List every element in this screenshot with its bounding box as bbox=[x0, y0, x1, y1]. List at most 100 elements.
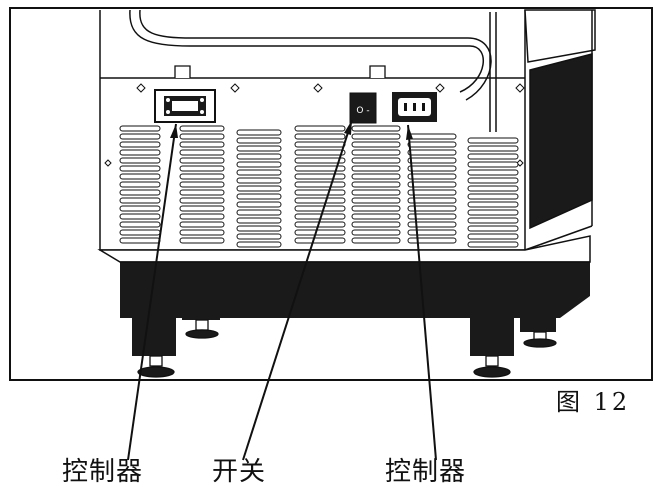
leader-arrowheads bbox=[170, 120, 413, 140]
vent-slot bbox=[236, 225, 282, 232]
vent-slot bbox=[236, 161, 282, 168]
vent-slot bbox=[179, 189, 225, 196]
vent-slot bbox=[467, 137, 519, 144]
leader-left-controller bbox=[127, 123, 177, 461]
right-controller-socket bbox=[392, 92, 437, 122]
vent-slot bbox=[351, 141, 401, 148]
vent-slot bbox=[119, 141, 161, 148]
screw-holes bbox=[104, 83, 525, 167]
vent-slot bbox=[294, 165, 346, 172]
vent-slot bbox=[467, 193, 519, 200]
vent-slot bbox=[294, 157, 346, 164]
vent-slot bbox=[236, 145, 282, 152]
vent-slot bbox=[351, 221, 401, 228]
vent-slot bbox=[236, 137, 282, 144]
vent-slot bbox=[407, 157, 457, 164]
vent-slot bbox=[179, 213, 225, 220]
vent-slot bbox=[294, 237, 346, 244]
vent-slot bbox=[119, 149, 161, 156]
vent-slot bbox=[351, 197, 401, 204]
vent-slot bbox=[407, 213, 457, 220]
vent-slot bbox=[179, 165, 225, 172]
vent-slot bbox=[119, 221, 161, 228]
vent-slot bbox=[294, 197, 346, 204]
label-power-switch: 开关 bbox=[212, 457, 267, 487]
vent-slot bbox=[179, 157, 225, 164]
vent-slot bbox=[467, 185, 519, 192]
vent-slot bbox=[407, 221, 457, 228]
vent-slot bbox=[467, 177, 519, 184]
vent-slot bbox=[236, 177, 282, 184]
leader-lines bbox=[127, 119, 437, 461]
vent-slot bbox=[351, 189, 401, 196]
vent-slot bbox=[407, 181, 457, 188]
vent-slot bbox=[179, 173, 225, 180]
vent-slot bbox=[119, 197, 161, 204]
leader-right-controller bbox=[407, 124, 437, 461]
vent-slot bbox=[351, 205, 401, 212]
vent-slot bbox=[179, 149, 225, 156]
vent-slot bbox=[236, 193, 282, 200]
vent-slot bbox=[467, 225, 519, 232]
vent-slot bbox=[179, 125, 225, 132]
vent-slot bbox=[407, 205, 457, 212]
vent-slot bbox=[236, 209, 282, 216]
vent-slot bbox=[294, 173, 346, 180]
vent-slot bbox=[119, 205, 161, 212]
vent-slot bbox=[351, 125, 401, 132]
vent-slot bbox=[467, 209, 519, 216]
vent-slot bbox=[407, 149, 457, 156]
vent-slot bbox=[119, 173, 161, 180]
vent-slot bbox=[351, 149, 401, 156]
vent-slot bbox=[294, 149, 346, 156]
vent-slot bbox=[119, 237, 161, 244]
vent-slot bbox=[351, 237, 401, 244]
vent-slot bbox=[407, 229, 457, 236]
vent-slot bbox=[294, 141, 346, 148]
vent-slot bbox=[119, 213, 161, 220]
vent-slot bbox=[467, 169, 519, 176]
vent-slot bbox=[294, 181, 346, 188]
vent-slot bbox=[179, 229, 225, 236]
vent-slot bbox=[294, 205, 346, 212]
vent-slot bbox=[407, 133, 457, 140]
vent-slot bbox=[407, 173, 457, 180]
top-piping bbox=[129, 9, 497, 132]
label-left-controller: 控制器 bbox=[62, 457, 144, 487]
side-dark-panel bbox=[529, 53, 593, 230]
vent-slot bbox=[236, 185, 282, 192]
vent-slot bbox=[467, 145, 519, 152]
vent-slot bbox=[236, 217, 282, 224]
vent-slot bbox=[407, 165, 457, 172]
vent-slot bbox=[236, 153, 282, 160]
ventilation-louvers bbox=[119, 125, 519, 248]
vent-slot bbox=[236, 169, 282, 176]
vent-slot bbox=[119, 133, 161, 140]
legs bbox=[132, 296, 556, 356]
vent-slot bbox=[294, 189, 346, 196]
vent-slot bbox=[467, 241, 519, 248]
vent-slot bbox=[407, 141, 457, 148]
power-switch: O - bbox=[349, 92, 377, 124]
vent-slot bbox=[467, 201, 519, 208]
leader-switch bbox=[242, 119, 353, 461]
vent-slot bbox=[351, 229, 401, 236]
vent-slot bbox=[467, 161, 519, 168]
vent-slot bbox=[351, 133, 401, 140]
vent-slot bbox=[179, 141, 225, 148]
vent-slot bbox=[119, 189, 161, 196]
vent-slot bbox=[351, 173, 401, 180]
vent-slot bbox=[407, 237, 457, 244]
vent-slot bbox=[294, 125, 346, 132]
vent-slot bbox=[179, 197, 225, 204]
vent-slot bbox=[236, 241, 282, 248]
vent-slot bbox=[119, 157, 161, 164]
switch-marks: O - bbox=[356, 106, 369, 116]
vent-slot bbox=[119, 125, 161, 132]
vent-slot bbox=[179, 237, 225, 244]
vent-slot bbox=[294, 229, 346, 236]
vent-slot bbox=[294, 133, 346, 140]
vent-slot bbox=[407, 197, 457, 204]
vent-slot bbox=[179, 221, 225, 228]
